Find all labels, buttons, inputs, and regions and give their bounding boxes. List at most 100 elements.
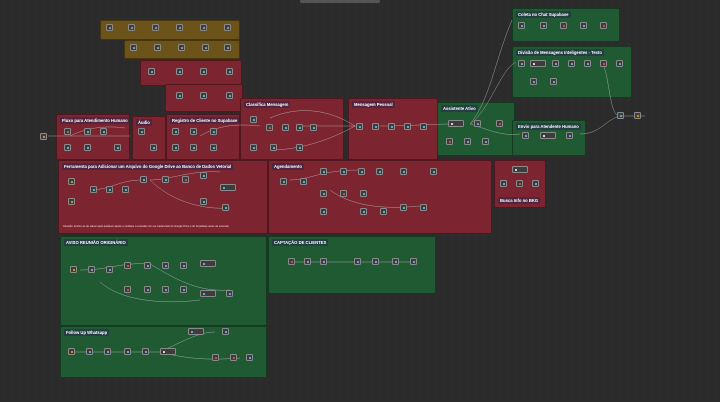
workflow-node[interactable]	[282, 124, 289, 131]
workflow-node[interactable]	[566, 132, 573, 139]
trigger-node[interactable]	[40, 133, 47, 140]
workflow-node[interactable]	[518, 60, 525, 67]
workflow-node[interactable]	[162, 286, 169, 293]
workflow-node[interactable]	[180, 286, 187, 293]
workflow-node[interactable]	[124, 262, 131, 269]
top-drag-handle[interactable]	[300, 0, 380, 3]
ai-agent-node[interactable]	[512, 166, 528, 173]
workflow-node[interactable]	[584, 60, 591, 67]
workflow-node[interactable]	[130, 44, 137, 51]
workflow-node[interactable]	[266, 124, 273, 131]
workflow-node[interactable]	[360, 208, 367, 215]
workflow-node[interactable]	[400, 204, 407, 211]
workflow-node[interactable]	[320, 168, 327, 175]
workflow-node[interactable]	[150, 144, 157, 151]
workflow-node[interactable]	[380, 208, 387, 215]
workflow-node[interactable]	[222, 204, 229, 211]
workflow-node[interactable]	[500, 180, 507, 187]
workflow-node[interactable]	[176, 92, 183, 99]
workflow-node[interactable]	[356, 123, 363, 130]
workflow-node[interactable]	[140, 176, 147, 183]
workflow-node[interactable]	[200, 172, 207, 179]
workflow-node[interactable]	[580, 22, 587, 29]
workflow-node[interactable]	[296, 144, 303, 151]
workflow-node[interactable]	[70, 266, 77, 273]
workflow-node[interactable]	[90, 186, 97, 193]
workflow-node[interactable]	[600, 60, 607, 67]
group-assistente-ativo[interactable]: Assistente Ativo	[437, 102, 515, 156]
workflow-node[interactable]	[224, 44, 231, 51]
ai-agent-node[interactable]	[530, 60, 546, 67]
workflow-node[interactable]	[617, 112, 624, 119]
message-node[interactable]	[160, 348, 176, 355]
workflow-node[interactable]	[68, 178, 75, 185]
workflow-node[interactable]	[420, 123, 427, 130]
workflow-node[interactable]	[180, 262, 187, 269]
workflow-node[interactable]	[148, 68, 155, 75]
workflow-node[interactable]	[190, 128, 197, 135]
workflow-node[interactable]	[400, 168, 407, 175]
workflow-node[interactable]	[144, 262, 151, 269]
workflow-node[interactable]	[430, 168, 437, 175]
group-gold-1[interactable]	[100, 20, 240, 40]
workflow-node[interactable]	[392, 258, 399, 265]
workflow-node[interactable]	[550, 78, 557, 85]
workflow-node[interactable]	[210, 144, 217, 151]
workflow-node[interactable]	[404, 123, 411, 130]
workflow-node[interactable]	[288, 258, 295, 265]
workflow-node[interactable]	[376, 168, 383, 175]
workflow-node[interactable]	[176, 24, 183, 31]
workflow-node[interactable]	[568, 60, 575, 67]
workflow-node[interactable]	[270, 144, 277, 151]
vector-store-node[interactable]	[220, 184, 236, 191]
message-node[interactable]	[188, 328, 204, 335]
workflow-node[interactable]	[138, 128, 145, 135]
message-node[interactable]	[200, 290, 216, 297]
workflow-node[interactable]	[280, 178, 287, 185]
workflow-node[interactable]	[518, 22, 525, 29]
workflow-node[interactable]	[88, 266, 95, 273]
workflow-node[interactable]	[212, 354, 219, 361]
workflow-node[interactable]	[552, 60, 559, 67]
group-divisao-mensagens[interactable]: Divisão de Mensagens Inteligentes - Text…	[512, 46, 632, 98]
group-aviso-reuniao[interactable]: AVISO REUNIÃO ORIGINÁRIO	[60, 236, 267, 326]
workflow-node[interactable]	[144, 286, 151, 293]
workflow-node[interactable]	[358, 168, 365, 175]
workflow-node[interactable]	[86, 348, 93, 355]
workflow-node[interactable]	[616, 60, 623, 67]
workflow-node[interactable]	[226, 290, 233, 297]
ai-agent-node[interactable]	[540, 132, 556, 139]
workflow-node[interactable]	[320, 208, 327, 215]
end-node[interactable]	[634, 112, 641, 119]
group-ferramenta[interactable]: Ferramenta para Adicionar um Arquivo do …	[58, 160, 268, 234]
workflow-node[interactable]	[182, 176, 189, 183]
workflow-node[interactable]	[340, 190, 347, 197]
workflow-node[interactable]	[310, 124, 317, 131]
workflow-node[interactable]	[84, 144, 91, 151]
group-registro-cliente[interactable]: Registro de Cliente no Supabase	[166, 114, 240, 160]
workflow-node[interactable]	[320, 258, 327, 265]
workflow-node[interactable]	[162, 176, 169, 183]
workflow-node[interactable]	[304, 258, 311, 265]
workflow-node[interactable]	[420, 204, 427, 211]
workflow-node[interactable]	[320, 190, 327, 197]
workflow-node[interactable]	[162, 262, 169, 269]
workflow-node[interactable]	[106, 24, 113, 31]
workflow-node[interactable]	[64, 128, 71, 135]
workflow-node[interactable]	[540, 22, 547, 29]
workflow-node[interactable]	[474, 120, 481, 127]
workflow-node[interactable]	[250, 144, 257, 151]
workflow-node[interactable]	[224, 24, 231, 31]
workflow-node[interactable]	[178, 44, 185, 51]
message-node[interactable]	[200, 260, 216, 267]
workflow-node[interactable]	[176, 68, 183, 75]
workflow-node[interactable]	[68, 198, 75, 205]
workflow-node[interactable]	[446, 138, 453, 145]
workflow-node[interactable]	[68, 348, 75, 355]
workflow-node[interactable]	[532, 180, 539, 187]
workflow-node[interactable]	[128, 24, 135, 31]
workflow-node[interactable]	[222, 328, 229, 335]
workflow-node[interactable]	[106, 266, 113, 273]
workflow-node[interactable]	[142, 348, 149, 355]
workflow-node[interactable]	[190, 144, 197, 151]
